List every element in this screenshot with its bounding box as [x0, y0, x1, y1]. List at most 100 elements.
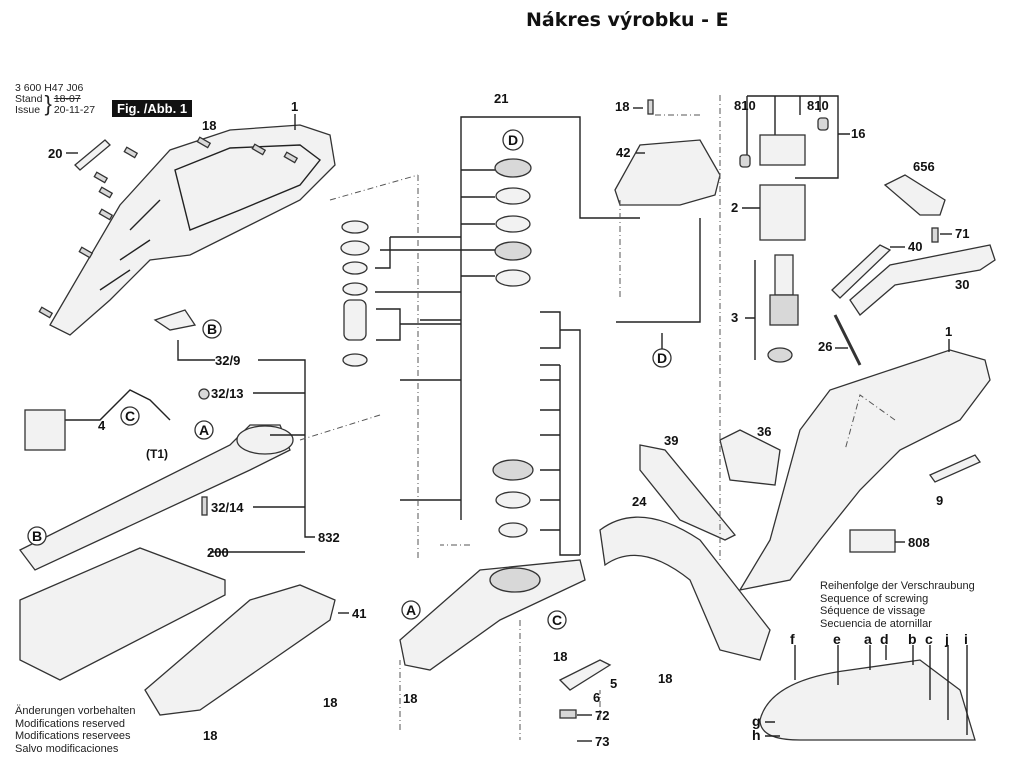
label-9: 9 [936, 493, 943, 508]
page-title: Nákres výrobku - E [526, 9, 729, 31]
label-72: 72 [595, 708, 609, 723]
seq-letter-i: i [964, 631, 968, 647]
callout-B-left: B [32, 528, 42, 544]
callout-B-top: B [207, 321, 217, 337]
stand-label: Stand [15, 93, 43, 105]
label-20: 20 [48, 146, 62, 161]
screw-sequence-legend: Reihenfolge der Verschraubung Sequence o… [820, 580, 975, 630]
label-656: 656 [913, 159, 935, 174]
seq-letter-e: e [833, 631, 841, 647]
modifications-line-fr: Modifications reservees [15, 730, 131, 742]
label-32-14: 32/14 [211, 500, 244, 515]
seq-letter-h: h [752, 727, 761, 743]
modifications-line-es: Salvo modificaciones [15, 742, 119, 755]
modifications-line-en: Modifications reserved [15, 717, 126, 730]
old-date: 18-07 [53, 93, 81, 105]
modifications-note: Änderungen vorbehalten Modifications res… [15, 705, 135, 755]
label-18-motor: 18 [615, 99, 629, 114]
callout-D-top: D [508, 132, 518, 148]
label-16: 16 [851, 126, 865, 141]
part-40-shape [831, 244, 892, 299]
switch-part [24, 409, 66, 451]
label-4: 4 [98, 418, 106, 433]
issue-date: 20-11-27 [53, 104, 96, 116]
base-41-part [144, 584, 336, 716]
label-32-9: 32/9 [215, 353, 240, 368]
label-plate-808 [849, 529, 896, 553]
callout-C-left: C [125, 408, 135, 424]
figure-badge: Fig. /Abb. 1 [112, 100, 193, 117]
label-40: 40 [908, 239, 922, 254]
housing-shell-part [49, 124, 336, 336]
part-number: 3 600 H47 J06 [15, 82, 84, 94]
label-26: 26 [818, 339, 832, 354]
part-42-shape [614, 139, 721, 206]
housing-right-part [738, 349, 991, 591]
label-18-gear: 18 [553, 649, 567, 664]
label-18-bottom: 18 [203, 728, 217, 743]
label-42: 42 [616, 145, 630, 160]
blade-guard-200-part [19, 547, 226, 681]
bearing-stack-part [340, 158, 534, 538]
screw-sequence-line-en: Sequence of screwing [820, 592, 929, 605]
seq-letter-j: j [944, 631, 949, 647]
part-656-shape [883, 174, 946, 216]
label-1-right: 1 [945, 324, 952, 339]
label-18-base: 18 [323, 695, 337, 710]
brush-holder-part [759, 134, 806, 166]
callout-D-right: D [657, 350, 667, 366]
armature-part [767, 254, 799, 363]
screw-sequence-line-es: Secuencia de atornillar [820, 617, 932, 630]
label-21: 21 [494, 91, 508, 106]
label-32-13: 32/13 [211, 386, 244, 401]
label-24: 24 [632, 494, 647, 509]
label-810-left: 810 [734, 98, 756, 113]
spring-71-part [931, 227, 939, 243]
label-3: 3 [731, 310, 738, 325]
seq-letter-g: g [752, 713, 761, 729]
label-5: 5 [610, 676, 617, 691]
brace-glyph: } [44, 91, 52, 116]
part-20-shape [74, 139, 111, 171]
label-6: 6 [593, 690, 600, 705]
callout-A-bottom: A [406, 602, 416, 618]
cable-part [558, 659, 612, 691]
label-18-top: 18 [202, 118, 216, 133]
label-30: 30 [955, 277, 969, 292]
gear-housing-part [399, 559, 586, 671]
seq-letter-b: b [908, 631, 917, 647]
label-200: 200 [207, 545, 229, 560]
rod-26-part [833, 314, 862, 366]
issue-label: Issue [15, 104, 41, 116]
label-1: 1 [291, 99, 298, 114]
harness-part [30, 389, 171, 421]
label-41: 41 [352, 606, 366, 621]
screw-sequence-line-de: Reihenfolge der Verschraubung [820, 580, 975, 592]
document-info: 3 600 H47 J06 Stand Issue } 18-07 20-11-… [15, 83, 95, 116]
seq-letter-a: a [864, 631, 872, 647]
label-810-right: 810 [807, 98, 829, 113]
label-73: 73 [595, 734, 609, 749]
front-handle-24-part [599, 516, 771, 661]
label-2: 2 [731, 200, 738, 215]
seq-letter-f: f [790, 631, 795, 647]
grille-39-part [639, 444, 737, 541]
label-36: 36 [757, 424, 771, 439]
modifications-line-de: Änderungen vorbehalten [15, 705, 136, 717]
screw-sequence-drawing [759, 659, 976, 741]
callout-A-left: A [199, 422, 209, 438]
label-T1: (T1) [146, 447, 168, 461]
screw-sequence-line-fr: Séquence de vissage [820, 605, 926, 617]
label-39: 39 [664, 433, 678, 448]
seq-letter-d: d [880, 631, 889, 647]
label-808: 808 [908, 535, 930, 550]
label-71: 71 [955, 226, 969, 241]
stator-part [759, 184, 806, 241]
callout-C-bottom: C [552, 612, 562, 628]
label-18-handle: 18 [658, 671, 672, 686]
cover-36-part [719, 429, 781, 486]
screws-group [38, 136, 299, 319]
label-832: 832 [318, 530, 340, 545]
seq-letter-c: c [925, 631, 933, 647]
